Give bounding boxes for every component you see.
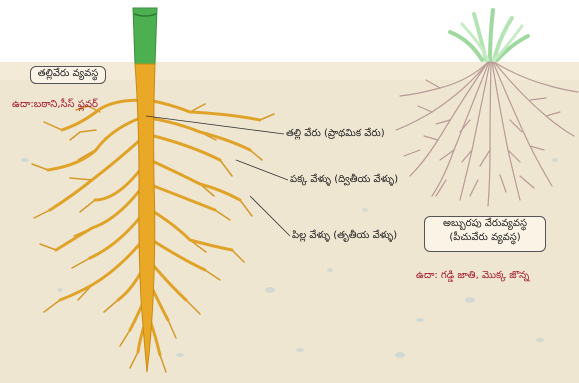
fibrous-system-title-line1: అబ్బురపు వేరువ్యవస్థ (425, 217, 545, 231)
fibrous-system-title: అబ్బురపు వేరువ్యవస్థ (పీచువేరు వ్యవస్థ) (424, 216, 546, 252)
fibrous-system-title-line2: (పీచువేరు వ్యవస్థ) (425, 231, 545, 245)
label-secondary-root: పక్క వేళ్ళు (ద్వితీయ వేళ్ళు) (290, 174, 398, 186)
fibrous-example: ఉదా: గడ్డి జాతి, మొక్క జొన్న (416, 270, 529, 282)
label-primary-root: తల్లి వేరు (ప్రాథమిక వేరు) (286, 128, 385, 140)
taproot-example: ఉదా:బఠాని,సీస్ ఫ్లవర్ (12, 99, 98, 111)
label-tertiary-root: పిల్ల వేళ్ళు (తృతీయ వేళ్ళు) (292, 230, 397, 242)
taproot-system-title: తల్లివేరు వ్యవస్థ (30, 66, 106, 84)
grass-tuft (450, 10, 528, 60)
